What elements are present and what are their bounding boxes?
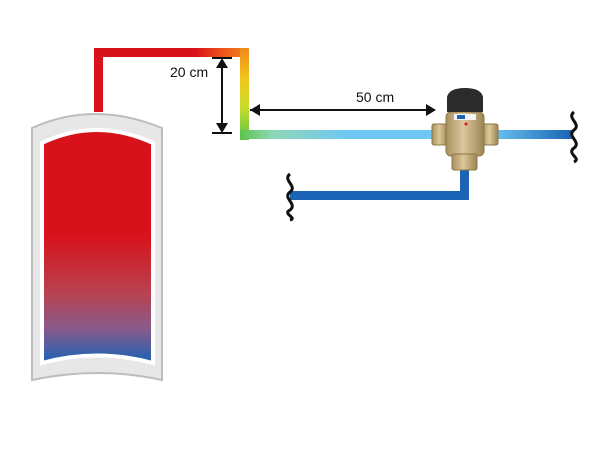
- valve-indicator-dot: [464, 122, 468, 126]
- valve-label-mark: [457, 115, 465, 119]
- water-heater-tank: [31, 113, 163, 382]
- hot-pipe-valve-inlet: [350, 130, 440, 139]
- cold-break-symbol: [286, 172, 294, 222]
- hot-pipe-mid-run: [240, 130, 350, 139]
- outlet-break-symbol: [570, 110, 578, 164]
- valve-cap: [447, 88, 483, 112]
- horizontal-distance-label: 50 cm: [356, 89, 395, 105]
- mixed-outlet-pipe: [490, 110, 578, 164]
- hot-pipe-riser: [94, 48, 103, 112]
- hot-water-pipe: [94, 48, 440, 140]
- horizontal-dimension: [250, 104, 436, 116]
- outlet-pipe-run: [490, 130, 572, 139]
- cold-pipe-riser: [460, 168, 469, 200]
- valve-bottom-port: [451, 153, 478, 171]
- hot-pipe-drop: [240, 48, 249, 140]
- cold-pipe-run: [290, 191, 469, 200]
- tank-water-gradient: [40, 128, 155, 366]
- cold-water-pipe: [286, 168, 469, 222]
- vertical-distance-label: 20 cm: [170, 64, 209, 80]
- vertical-dimension: [212, 57, 232, 134]
- hot-pipe-top-run: [94, 48, 249, 57]
- thermostatic-mixing-valve: [431, 88, 499, 171]
